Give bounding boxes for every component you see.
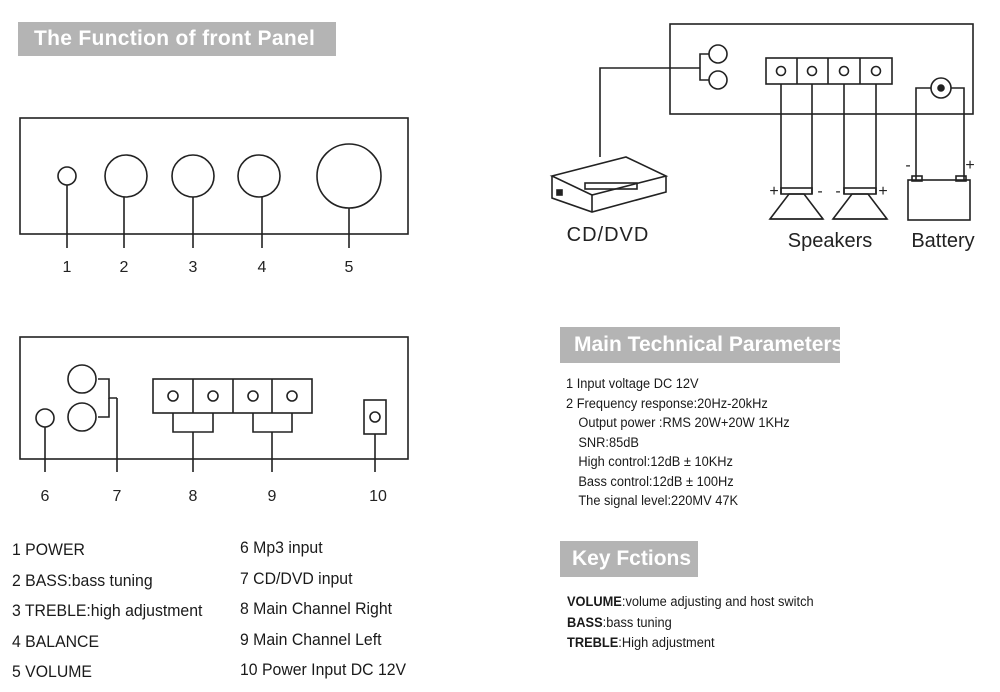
function-item: 8 Main Channel Right [240, 599, 393, 618]
front-label-5: 5 [345, 259, 354, 276]
amp-speaker-terminals [765, 57, 893, 85]
battery-minus: - [905, 157, 910, 174]
technical-parameters-banner: Main Technical Parameters [560, 327, 843, 363]
rear-label-6: 6 [41, 488, 50, 505]
front-panel-outline [19, 117, 409, 235]
rear-label-10: 10 [369, 488, 387, 505]
front-label-2: 2 [120, 259, 129, 276]
function-item: 9 Main Channel Left [240, 629, 382, 649]
key-functions-list: VOLUME:volume adjusting and host switch … [567, 592, 814, 654]
rear-label-9: 9 [268, 488, 277, 505]
front-label-1: 1 [63, 259, 72, 276]
function-item: 1 POWER [12, 540, 85, 559]
param-item: 1 Input voltage DC 12V [566, 376, 699, 391]
function-item: 5 VOLUME [12, 662, 92, 681]
power-knob [57, 166, 77, 186]
speaker-left-minus: - [817, 183, 822, 200]
amp-rear-outline [669, 23, 974, 115]
param-item: The signal level:220MV 47K [578, 493, 739, 508]
rear-label-7: 7 [113, 488, 122, 505]
cd-dvd-label: CD/DVD [567, 224, 650, 246]
cd-dvd-input-jack-top [67, 364, 97, 394]
speaker-right-icon [831, 187, 889, 220]
dc-power-input [363, 399, 387, 435]
rear-function-list: 6 Mp3 input 7 CD/DVD input 8 Main Channe… [240, 533, 406, 686]
function-item: 6 Mp3 input [240, 538, 323, 557]
front-function-list: 1 POWER 2 BASS:bass tuning 3 TREBLE:high… [12, 535, 202, 688]
key-function-desc: :volume adjusting and host switch [621, 594, 814, 609]
key-function-item: VOLUME:volume adjusting and host switch [567, 592, 814, 613]
battery-label: Battery [911, 230, 974, 252]
cd-dvd-player-icon [549, 156, 669, 213]
function-item: 2 BASS:bass tuning [12, 570, 153, 590]
technical-parameters-list: 1 Input voltage DC 12V 2 Frequency respo… [566, 374, 790, 511]
key-function-name: TREBLE [567, 635, 619, 650]
key-functions-banner: Key Fctions [560, 541, 698, 577]
param-item: Bass control:12dB ± 100Hz [578, 473, 734, 489]
front-label-4: 4 [258, 259, 267, 276]
key-function-item: BASS:bass tuning [567, 613, 814, 634]
param-item: High control:12dB ± 10KHz [578, 454, 733, 469]
param-item: SNR:85dB [578, 434, 639, 450]
battery-plus: + [965, 157, 974, 174]
rear-panel-outline [19, 336, 409, 460]
speakers-label: Speakers [788, 230, 873, 252]
function-item: 7 CD/DVD input [240, 568, 353, 588]
cd-dvd-input-jack-bottom [67, 402, 97, 432]
function-item: 3 TREBLE:high adjustment [12, 601, 203, 620]
key-function-name: VOLUME [567, 594, 622, 609]
mp3-input-jack [35, 408, 55, 428]
bass-knob [104, 154, 148, 198]
speaker-left-icon [768, 187, 825, 220]
function-item: 10 Power Input DC 12V [240, 660, 407, 679]
param-item: Output power :RMS 20W+20W 1KHz [578, 415, 790, 430]
speaker-right-plus: + [878, 183, 887, 200]
speaker-left-plus: + [769, 183, 778, 200]
param-item: 2 Frequency response:20Hz-20kHz [566, 395, 768, 411]
key-function-desc: :bass tuning [602, 614, 672, 630]
front-panel-banner: The Function of front Panel [18, 22, 336, 56]
battery-icon [907, 175, 971, 221]
balance-knob [237, 154, 281, 198]
front-label-3: 3 [189, 259, 198, 276]
key-function-name: BASS [567, 614, 603, 630]
key-function-item: TREBLE:High adjustment [567, 633, 814, 654]
function-item: 4 BALANCE [12, 631, 99, 651]
key-function-desc: :High adjustment [618, 635, 715, 650]
rear-label-8: 8 [189, 488, 198, 505]
volume-knob [316, 143, 382, 209]
speaker-right-minus: - [835, 183, 840, 200]
treble-knob [171, 154, 215, 198]
